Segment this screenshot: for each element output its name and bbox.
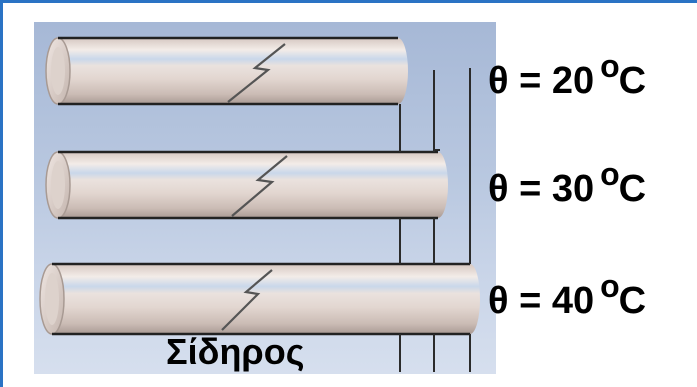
crack-mark-2 — [231, 155, 288, 217]
temperature-unit: C — [618, 280, 647, 322]
crack-mark-3 — [221, 269, 273, 331]
rod-40c — [39, 262, 480, 336]
temperature-value: θ = 40 — [488, 280, 595, 322]
degree-symbol: o — [600, 268, 620, 304]
degree-symbol: o — [600, 156, 620, 192]
temperature-value: θ = 30 — [488, 168, 595, 210]
crack-mark-1 — [227, 43, 286, 103]
degree-symbol: o — [600, 48, 620, 84]
rod-20c — [45, 36, 408, 106]
temperature-value: θ = 20 — [488, 60, 595, 102]
rod-30c — [45, 150, 448, 220]
temperature-unit: C — [618, 60, 647, 102]
temperature-unit: C — [618, 168, 647, 210]
material-label: Σίδηρος — [166, 331, 305, 372]
